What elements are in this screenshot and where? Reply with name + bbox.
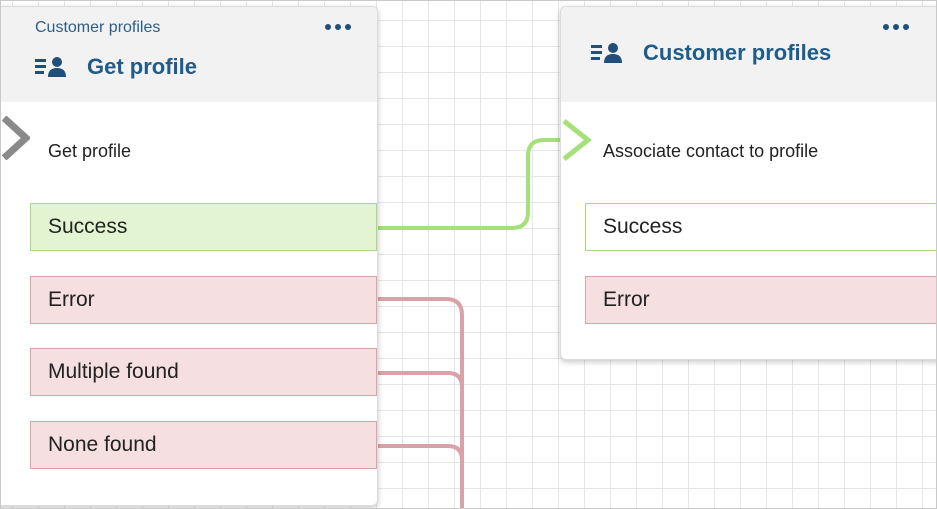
branch-success[interactable]: Success xyxy=(585,203,937,251)
branch-label: Error xyxy=(48,288,95,311)
branch-label: Success xyxy=(48,215,128,238)
incoming-connection-chevron-icon[interactable] xyxy=(2,116,30,160)
multiple-found-connector[interactable] xyxy=(376,371,464,388)
branch-multiple-found[interactable]: Multiple found xyxy=(30,348,377,396)
none-found-connector[interactable] xyxy=(376,444,464,461)
error-connector[interactable] xyxy=(376,297,464,509)
block-title: Get profile xyxy=(87,54,198,79)
customer-profile-icon xyxy=(591,43,622,63)
block-description: Associate contact to profile xyxy=(603,141,819,161)
branch-error[interactable]: Error xyxy=(30,276,377,324)
branch-label: Success xyxy=(603,215,683,238)
branch-label: Error xyxy=(603,288,650,311)
block-category-label: Customer profiles xyxy=(35,19,161,36)
customer-profile-icon xyxy=(35,57,66,77)
branch-success[interactable]: Success xyxy=(30,203,377,251)
customer-profiles-block[interactable]: Customer profiles Associate contact to p… xyxy=(560,6,937,360)
block-title-row: Get profile xyxy=(35,54,197,80)
customer-profiles-block-header[interactable]: Customer profiles xyxy=(561,7,937,102)
block-description: Get profile xyxy=(48,141,132,161)
block-options-menu-icon[interactable] xyxy=(883,24,909,30)
branch-none-found[interactable]: None found xyxy=(30,421,377,469)
get-profile-block-header[interactable]: Customer profiles Get profile xyxy=(0,7,377,102)
get-profile-block[interactable]: Customer profiles Get profile Get profil… xyxy=(0,6,378,506)
branch-error[interactable]: Error xyxy=(585,276,937,324)
block-title-row: Customer profiles xyxy=(591,40,831,66)
block-title: Customer profiles xyxy=(643,40,832,65)
branch-label: None found xyxy=(48,433,157,456)
branch-label: Multiple found xyxy=(48,360,179,383)
success-connector[interactable] xyxy=(376,138,582,230)
incoming-connection-arrow-icon[interactable] xyxy=(560,118,594,162)
block-options-menu-icon[interactable] xyxy=(325,24,351,30)
